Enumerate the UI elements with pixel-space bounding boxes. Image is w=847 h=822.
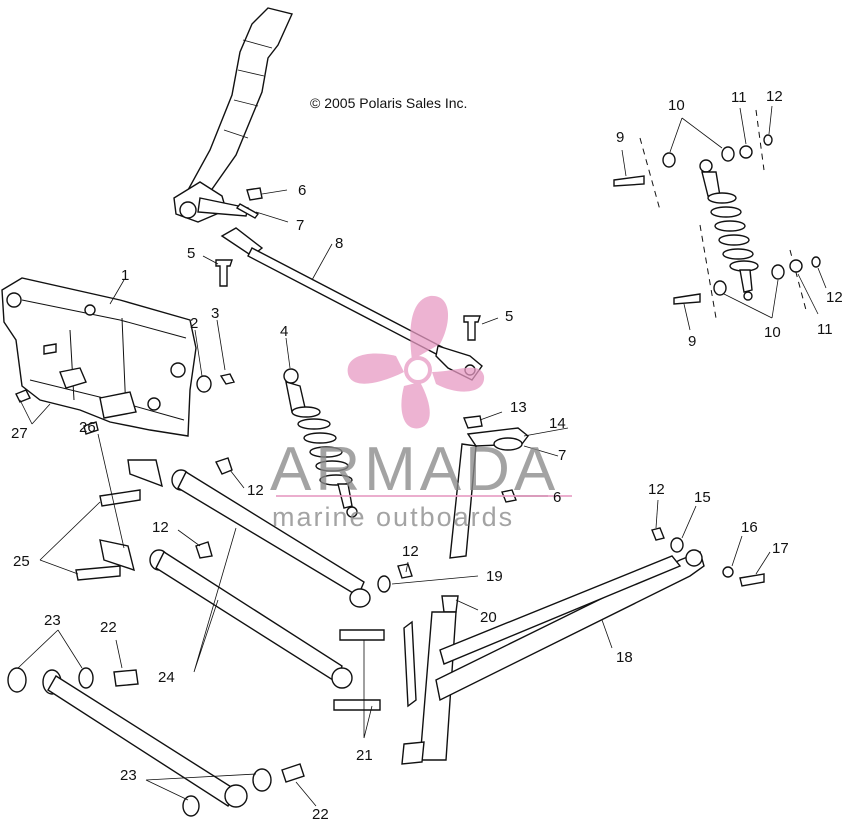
shock-absorber [283, 368, 358, 518]
cotter-pin-6 [246, 187, 263, 201]
callout-15: 15 [694, 489, 711, 506]
callout-12b: 12 [826, 289, 843, 306]
callout-26: 26 [79, 419, 96, 436]
callout-19: 19 [486, 568, 503, 585]
callout-11b: 11 [817, 321, 833, 338]
upper-link-24 [171, 469, 371, 608]
lower-link-24 [149, 549, 353, 689]
callout-7b: 7 [558, 447, 566, 464]
callout-6b: 6 [553, 489, 561, 506]
watermark-tagline: marine outboards [272, 502, 514, 532]
callout-16: 16 [741, 519, 758, 536]
leader-lines [17, 105, 827, 807]
callout-1: 1 [121, 267, 129, 284]
callout-8: 8 [335, 235, 343, 252]
callout-9a: 9 [616, 129, 624, 146]
callout-11a: 11 [731, 89, 747, 106]
lower-left-link [7, 667, 305, 817]
copyright-notice: © 2005 Polaris Sales Inc. [310, 95, 467, 111]
pin-5b [463, 315, 481, 341]
frame-bracket [1, 277, 197, 437]
steering-post [173, 7, 293, 223]
bolts-25 [75, 489, 141, 581]
washer-16 [722, 566, 734, 578]
callout-25: 25 [13, 553, 30, 570]
callout-22b: 22 [312, 806, 329, 822]
callout-3: 3 [211, 305, 219, 322]
callout-20: 20 [480, 609, 497, 626]
callout-5b: 5 [505, 308, 513, 325]
washer-7b [493, 437, 523, 451]
callout-12e: 12 [402, 543, 419, 560]
callout-22a: 22 [100, 619, 117, 636]
callout-labels: 1 2 3 4 5 5 6 6 7 7 8 9 9 10 10 11 11 12… [11, 88, 843, 822]
callout-13: 13 [510, 399, 527, 416]
callout-12f: 12 [648, 481, 665, 498]
bushing-15 [670, 537, 684, 553]
callout-10a: 10 [668, 97, 685, 114]
watermark-brand: ARMADA [270, 435, 559, 504]
nut-3 [219, 373, 236, 385]
callout-2: 2 [190, 315, 198, 332]
nut-12-left-a [215, 457, 233, 475]
tie-rod [220, 227, 483, 381]
callout-14: 14 [549, 415, 566, 432]
nut-12-right [651, 527, 665, 541]
callout-4: 4 [280, 323, 288, 340]
nut-2 [196, 375, 212, 393]
callout-21: 21 [356, 747, 373, 764]
callout-12d: 12 [152, 519, 169, 536]
a-arm-18 [435, 549, 705, 702]
callout-7a: 7 [296, 217, 304, 234]
callout-5a: 5 [187, 245, 195, 262]
washer-19 [377, 575, 391, 593]
callout-17: 17 [772, 540, 789, 557]
callout-27: 27 [11, 425, 28, 442]
clamp-26 [99, 459, 163, 572]
callout-12c: 12 [247, 482, 264, 499]
cap-13 [463, 415, 483, 429]
callout-10b: 10 [764, 324, 781, 341]
callout-9b: 9 [688, 333, 696, 350]
callout-12a: 12 [766, 88, 783, 105]
callout-6a: 6 [298, 182, 306, 199]
callout-23a: 23 [44, 612, 61, 629]
callout-23b: 23 [120, 767, 137, 784]
propeller-icon [347, 295, 485, 429]
pin-5a [215, 259, 233, 287]
nut-12-center [397, 563, 413, 579]
callout-18: 18 [616, 649, 633, 666]
bolts-21 [333, 629, 385, 711]
rear-shock [613, 109, 821, 319]
bolts-27 [15, 343, 99, 435]
washer-7 [235, 203, 260, 219]
callout-24: 24 [158, 669, 175, 686]
armada-logo: ARMADA marine outboards [270, 295, 572, 532]
bolt-17 [739, 573, 765, 587]
